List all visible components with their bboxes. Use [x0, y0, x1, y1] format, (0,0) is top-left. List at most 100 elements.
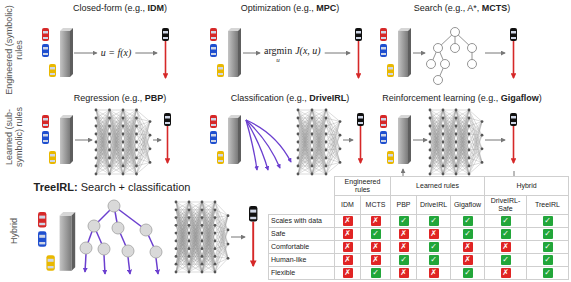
- illustration-part: [137, 122, 151, 150]
- illustration-part: [110, 126, 124, 174]
- illustration-part: [311, 141, 314, 144]
- illustration-part: [298, 118, 312, 174]
- illustration-part: [326, 135, 340, 174]
- title-text: Gigaflow: [501, 93, 539, 103]
- illustration-part: [96, 166, 110, 174]
- illustration-part: [312, 174, 326, 175]
- illustration-part: [311, 173, 314, 176]
- illustration-part: [189, 202, 202, 264]
- table-row: Flexible✗✓✗✗✓✗✓: [269, 267, 569, 280]
- cross-mark: ✗: [399, 242, 409, 252]
- mark-cell: ✓: [485, 215, 527, 228]
- cross-mark: ✗: [343, 229, 353, 239]
- illustration-part: [123, 110, 137, 158]
- illustration-part: [123, 110, 137, 158]
- illustration-part: [88, 220, 100, 232]
- illustration-part: [189, 202, 202, 272]
- illustration-part: [325, 157, 328, 160]
- illustration-part: [326, 162, 340, 174]
- illustration-part: [430, 158, 443, 174]
- illustration-part: [326, 149, 340, 150]
- illustration-part: [123, 174, 137, 175]
- illustration-part: [427, 60, 436, 69]
- column-header-text: TreeIRL: [535, 201, 560, 208]
- illustration-part: [298, 158, 312, 174]
- illustration-part: [312, 118, 326, 174]
- illustration-part: [298, 110, 312, 174]
- illustration-part: [175, 239, 178, 242]
- illustration-part: [430, 110, 443, 158]
- illustration-part: [215, 244, 228, 272]
- illustration-part: [469, 122, 482, 150]
- illustration-part: [456, 150, 469, 174]
- illustration-part: [108, 109, 111, 112]
- illustration-part: [104, 255, 105, 274]
- illustration-part: [201, 271, 204, 274]
- illustration-part: [443, 150, 456, 174]
- illustration-part: [149, 120, 152, 123]
- illustration-part: [481, 134, 484, 137]
- illustration-part: [442, 173, 445, 176]
- mark-cell: ✗: [391, 241, 417, 254]
- illustration-part: [42, 28, 73, 77]
- check-mark: ✓: [429, 216, 439, 226]
- illustration-part: [137, 150, 151, 162]
- title-text: ): [346, 93, 349, 103]
- cross-mark: ✗: [501, 242, 511, 252]
- mark-cell: ✓: [485, 228, 527, 241]
- mark-cell: ✓: [451, 215, 485, 228]
- illustration-part: [243, 53, 260, 54]
- illustration-part: [123, 110, 137, 111]
- illustration-part: [298, 110, 312, 150]
- illustration-part: [176, 249, 189, 272]
- illustration-part: [96, 142, 110, 174]
- column-header-text: DriveIRL: [420, 201, 447, 208]
- row-name-cell: Flexible: [269, 267, 335, 280]
- check-mark: ✓: [543, 216, 553, 226]
- illustration-part: [429, 125, 432, 128]
- mark-cell: ✗: [485, 241, 527, 254]
- column-header-text: Gigaflow: [454, 201, 481, 208]
- illustration-part: [443, 110, 456, 174]
- table-column-header: DriveIRL-Safe: [485, 196, 527, 215]
- illustration-part: [485, 140, 505, 141]
- illustration-part: [413, 140, 427, 141]
- illustration-part: [202, 202, 215, 241]
- illustration-part: [188, 232, 191, 235]
- mark-cell: ✗: [391, 228, 417, 241]
- illustration-part: [189, 202, 202, 203]
- illustration-part: [443, 110, 456, 150]
- illustration-part: [468, 109, 471, 112]
- table-row: Safe✗✓✗✗✓✓✓: [269, 228, 569, 241]
- illustration-part: [123, 126, 137, 174]
- illustration-part: [202, 218, 215, 272]
- illustration-part: [137, 135, 151, 174]
- illustration-part: [325, 117, 328, 120]
- illustration-part: [201, 201, 204, 204]
- illustration-part: [176, 202, 189, 264]
- illustration-part: [96, 174, 110, 175]
- illustration-part: [85, 254, 86, 272]
- illustration-part: [429, 149, 432, 152]
- illustration-part: [215, 202, 228, 258]
- illustration-part: [176, 272, 189, 273]
- illustration-part: [455, 117, 458, 120]
- title-text: ): [164, 3, 167, 13]
- illustration-part: [201, 255, 204, 258]
- illustration-part: [246, 120, 291, 170]
- title-text: ): [539, 93, 542, 103]
- illustration-part: [455, 149, 458, 152]
- mark-cell: ✓: [527, 228, 569, 241]
- group-header-text: Learned rules: [416, 182, 459, 189]
- illustration-part: [108, 173, 111, 176]
- table-column-header: IDM: [335, 196, 361, 215]
- illustration-part: [176, 264, 189, 272]
- mark-cell: ✓: [361, 228, 391, 241]
- title-text: Regression (e.g.,: [74, 93, 143, 103]
- title-text: Optimization (e.g.,: [241, 3, 314, 13]
- illustration-part: [189, 264, 202, 272]
- table-row: Comfortable✗✗✗✓✗✗✓: [269, 241, 569, 254]
- cross-mark: ✗: [343, 216, 353, 226]
- illustration-part: [429, 133, 432, 136]
- check-mark: ✓: [463, 229, 473, 239]
